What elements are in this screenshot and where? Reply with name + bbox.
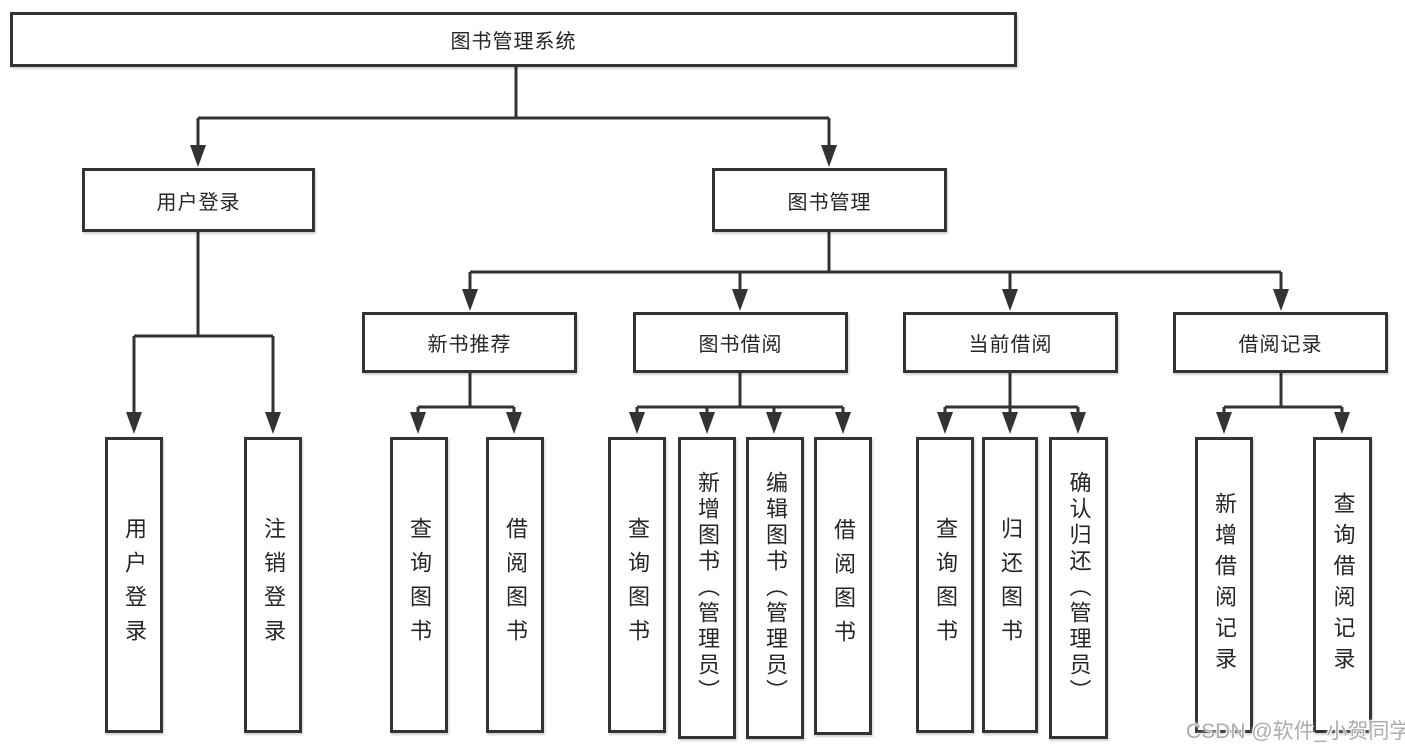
leaf-label: 归还图书	[998, 517, 1023, 653]
leaf-label: 新增图书（管理员）	[695, 471, 720, 705]
node-user-login: 用户登录	[82, 168, 315, 232]
leaf-label: 查询图书	[407, 517, 432, 653]
leaf-label: 用户登录	[122, 517, 147, 653]
leaf-borrow-books-recommend: 借阅图书	[486, 437, 544, 733]
node-borrow-records: 借阅记录	[1173, 312, 1388, 373]
leaf-add-borrow-record: 新增借阅记录	[1195, 437, 1253, 733]
leaf-query-books-recommend: 查询图书	[390, 437, 448, 733]
node-current-borrow: 当前借阅	[903, 312, 1118, 373]
csdn-watermark: CSDN @软件_小贺同学	[1186, 720, 1405, 743]
leaf-logout: 注销登录	[244, 437, 302, 733]
node-root: 图书管理系统	[10, 12, 1017, 67]
leaf-query-books-current: 查询图书	[916, 437, 974, 733]
arrowhead-group	[126, 145, 1350, 434]
leaf-query-borrow-record: 查询借阅记录	[1313, 437, 1372, 733]
leaf-return-book: 归还图书	[982, 437, 1038, 733]
node-book-management: 图书管理	[712, 168, 947, 232]
leaf-label: 借阅图书	[503, 517, 528, 653]
node-new-book-recommend: 新书推荐	[362, 312, 577, 373]
leaf-label: 确认归还（管理员）	[1066, 471, 1092, 705]
leaf-label: 查询借阅记录	[1330, 492, 1356, 678]
leaf-label: 新增借阅记录	[1212, 492, 1237, 678]
leaf-user-login: 用户登录	[105, 437, 163, 733]
node-book-borrow: 图书借阅	[633, 312, 848, 373]
leaf-query-books-borrow: 查询图书	[608, 437, 666, 733]
leaf-edit-book-admin: 编辑图书（管理员）	[746, 437, 804, 739]
leaf-label: 编辑图书（管理员）	[763, 471, 788, 705]
leaf-add-book-admin: 新增图书（管理员）	[678, 437, 736, 739]
leaf-label: 注销登录	[261, 517, 286, 653]
leaf-label: 借阅图书	[831, 518, 856, 654]
leaf-confirm-return-admin: 确认归还（管理员）	[1049, 437, 1108, 739]
leaf-label: 查询图书	[933, 517, 958, 653]
leaf-label: 查询图书	[625, 517, 650, 653]
leaf-borrow-book: 借阅图书	[814, 437, 872, 735]
